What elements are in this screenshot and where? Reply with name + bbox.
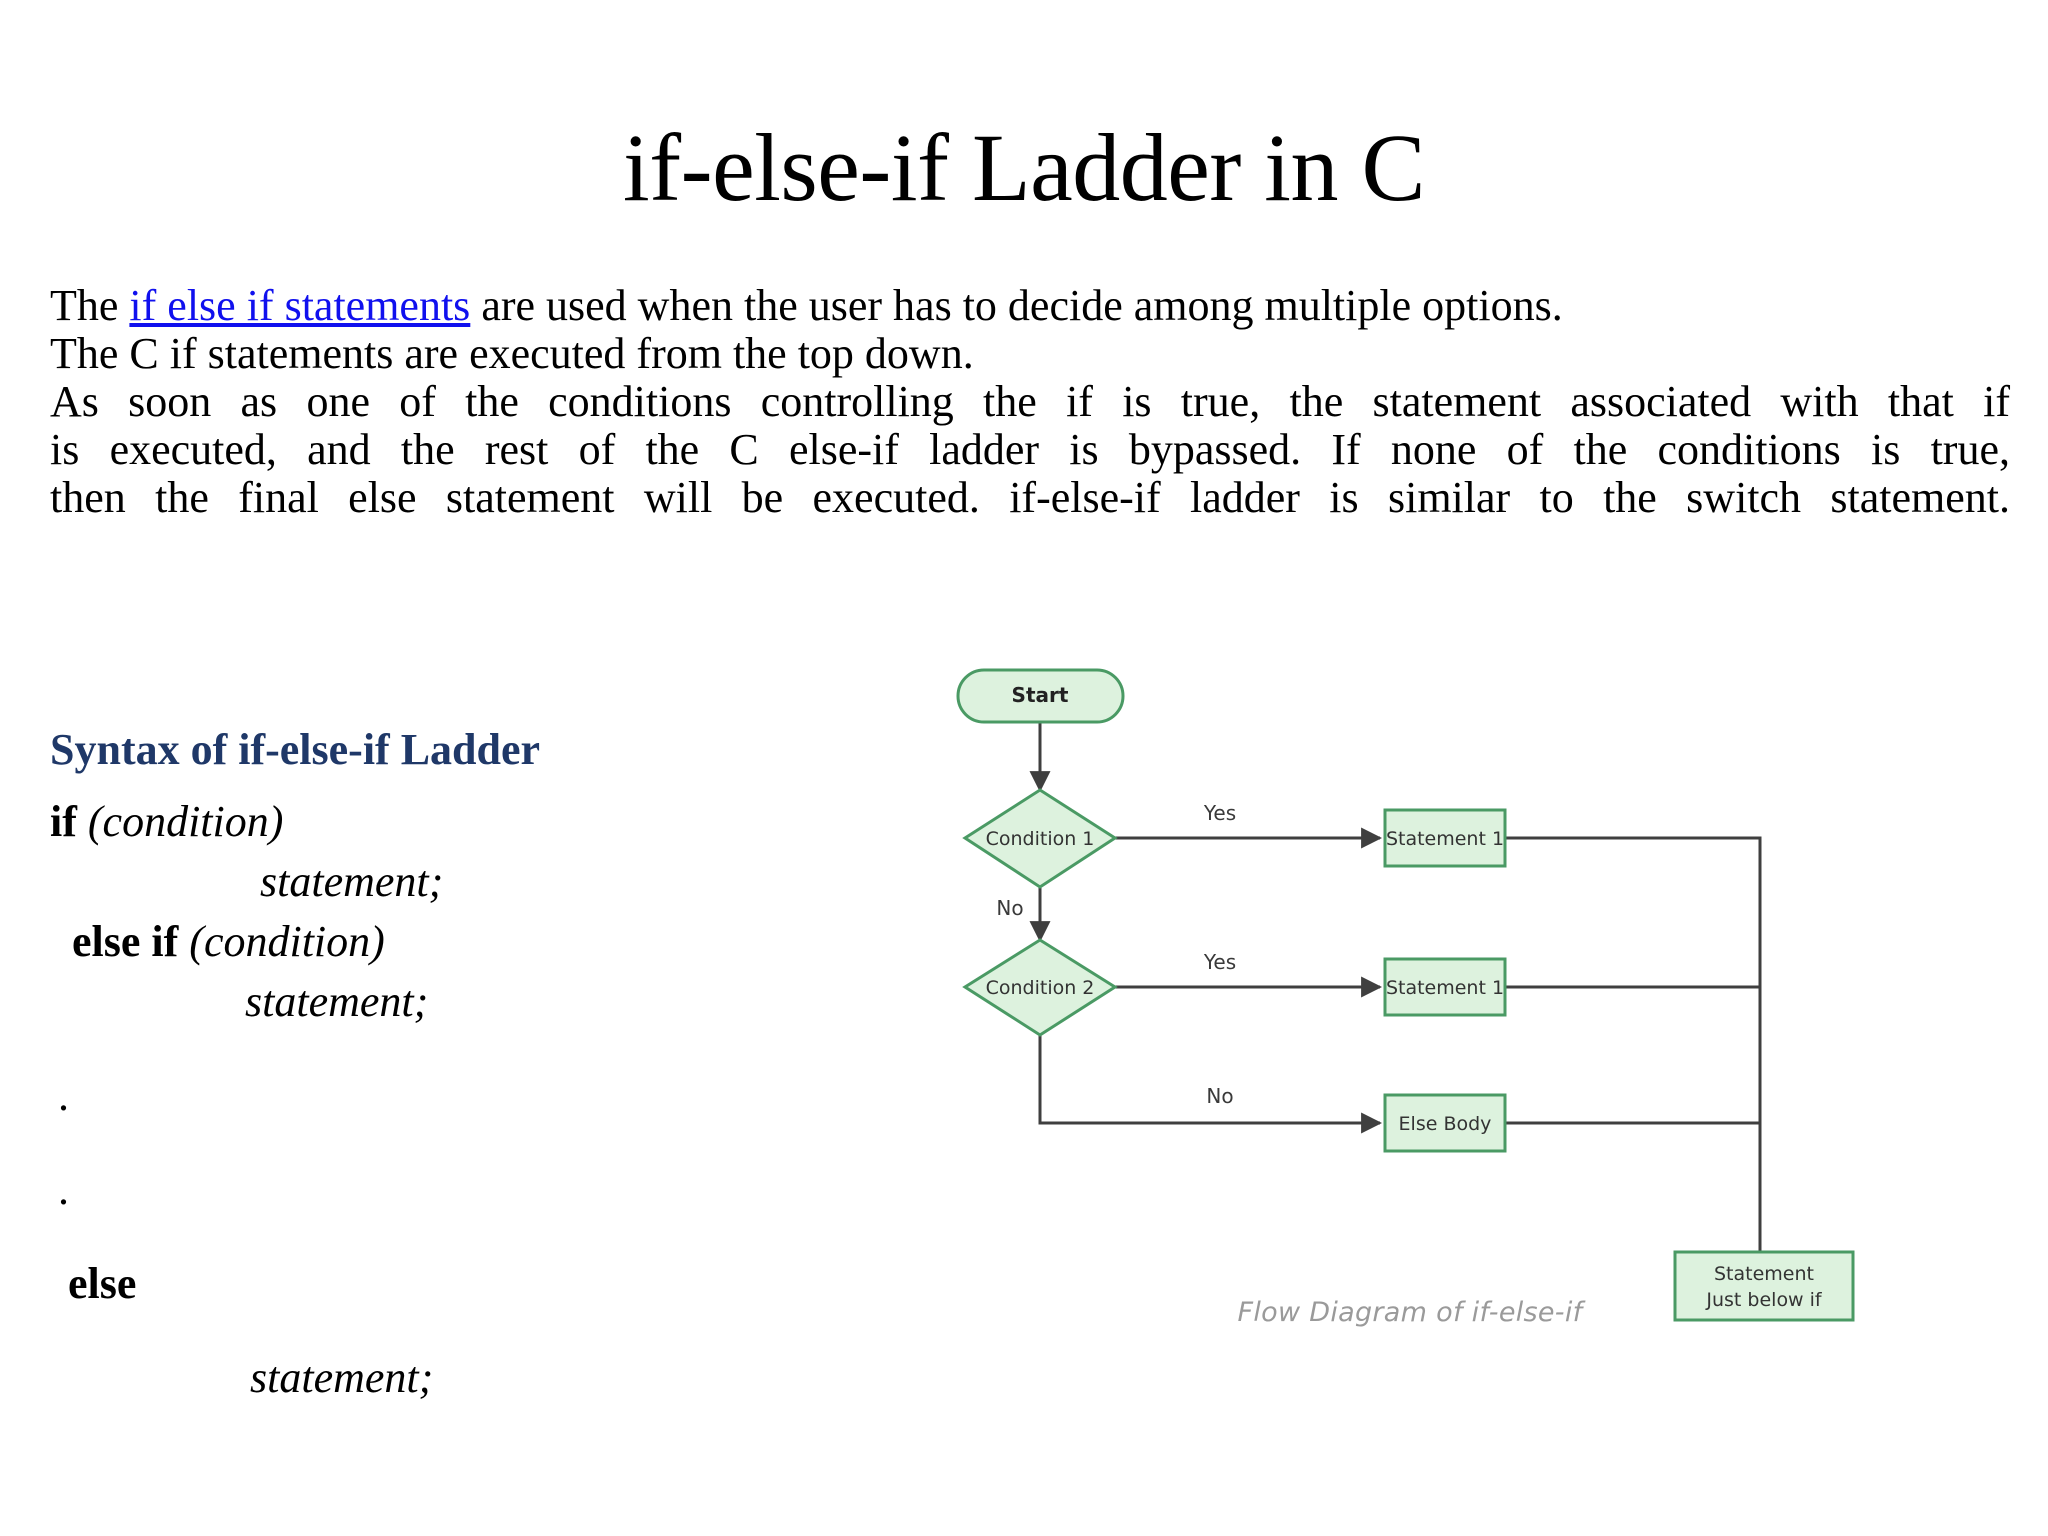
- syntax-spacer-3: [50, 1228, 910, 1262]
- node-start-shape: [956, 668, 1125, 724]
- syntax-if-keyword: if: [50, 797, 77, 846]
- edge-label-no-1: No: [996, 896, 1023, 920]
- intro-line-5: then the final else statement will be ex…: [50, 472, 2010, 522]
- intro-line-2: The C if statements are executed from th…: [50, 328, 974, 378]
- intro-paragraph: The if else if statements are used when …: [50, 282, 2010, 522]
- syntax-spacer: [50, 1040, 910, 1074]
- syntax-statement-2: statement;: [245, 977, 429, 1026]
- node-else-body-shape: [1383, 1093, 1507, 1153]
- node-condition-1[interactable]: Condition 1: [962, 788, 1118, 889]
- edge-statement1-to-rail: [1505, 836, 1762, 1220]
- intro-line-1: The if else if statements are used when …: [50, 282, 2010, 330]
- syntax-if-condition: (condition): [76, 797, 284, 846]
- node-statement-1-shape: [1383, 808, 1507, 868]
- node-final-statement[interactable]: Statement Just below if: [1673, 1250, 1855, 1322]
- syntax-statement-1: statement;: [260, 857, 444, 906]
- diagram-caption: Flow Diagram of if-else-if: [1237, 1297, 1583, 1328]
- intro-line-3: As soon as one of the conditions control…: [50, 376, 2010, 426]
- node-statement-1-label: Statement 1: [1386, 828, 1504, 850]
- node-else-body-label: Else Body: [1399, 1113, 1492, 1135]
- node-condition-1-label: Condition 1: [986, 828, 1095, 850]
- node-final-statement-label-line1: Statement: [1714, 1263, 1814, 1285]
- syntax-statement-3: statement;: [250, 1353, 434, 1402]
- edge-label-no-2: No: [1206, 1084, 1233, 1108]
- syntax-elseif-keyword: else if: [72, 917, 179, 966]
- syntax-spacer-4: [50, 1322, 910, 1356]
- node-condition-2-shape: [962, 938, 1118, 1037]
- edge-label-yes-2: Yes: [1203, 950, 1236, 974]
- syntax-continuation-dot-1: .: [58, 1071, 69, 1120]
- edge-label-yes-1: Yes: [1203, 801, 1236, 825]
- node-statement-1[interactable]: Statement 1: [1383, 808, 1507, 868]
- node-statement-2-label: Statement 1: [1386, 977, 1504, 999]
- syntax-elseif-condition: (condition): [178, 917, 385, 966]
- edge-condition2-no: [1038, 1035, 1383, 1134]
- syntax-spacer-2: [50, 1134, 910, 1168]
- intro-line-1-suffix: are used when the user has to decide amo…: [470, 281, 1563, 330]
- if-else-if-statements-link[interactable]: if else if statements: [129, 281, 471, 330]
- intro-line-1-prefix: The: [50, 281, 130, 330]
- syntax-continuation-dot-2: .: [58, 1165, 69, 1214]
- syntax-elseif-row: else if (condition): [50, 920, 910, 964]
- node-statement-2[interactable]: Statement 1: [1383, 957, 1507, 1017]
- node-condition-1-shape: [962, 788, 1118, 889]
- intro-line-4: is executed, and the rest of the C else-…: [50, 424, 2010, 474]
- flow-diagram: Start Condition 1 Condition 2 Statement …: [930, 660, 1960, 1360]
- node-start-label: Start: [1012, 683, 1069, 707]
- node-final-statement-label-line2: Just below if: [1705, 1289, 1823, 1311]
- node-final-statement-shape: [1673, 1250, 1855, 1322]
- node-statement-2-shape: [1383, 957, 1507, 1017]
- syntax-if-row: if (condition): [50, 800, 910, 844]
- node-else-body[interactable]: Else Body: [1383, 1093, 1507, 1153]
- page-title: if-else-if Ladder in C: [623, 114, 1426, 221]
- node-start[interactable]: Start: [956, 668, 1125, 724]
- syntax-heading: Syntax of if-else-if Ladder: [50, 725, 541, 774]
- node-condition-2-label: Condition 2: [986, 977, 1095, 999]
- syntax-else-keyword: else: [68, 1259, 137, 1308]
- syntax-block: Syntax of if-else-if Ladder if (conditio…: [50, 728, 910, 1416]
- node-condition-2[interactable]: Condition 2: [962, 938, 1118, 1037]
